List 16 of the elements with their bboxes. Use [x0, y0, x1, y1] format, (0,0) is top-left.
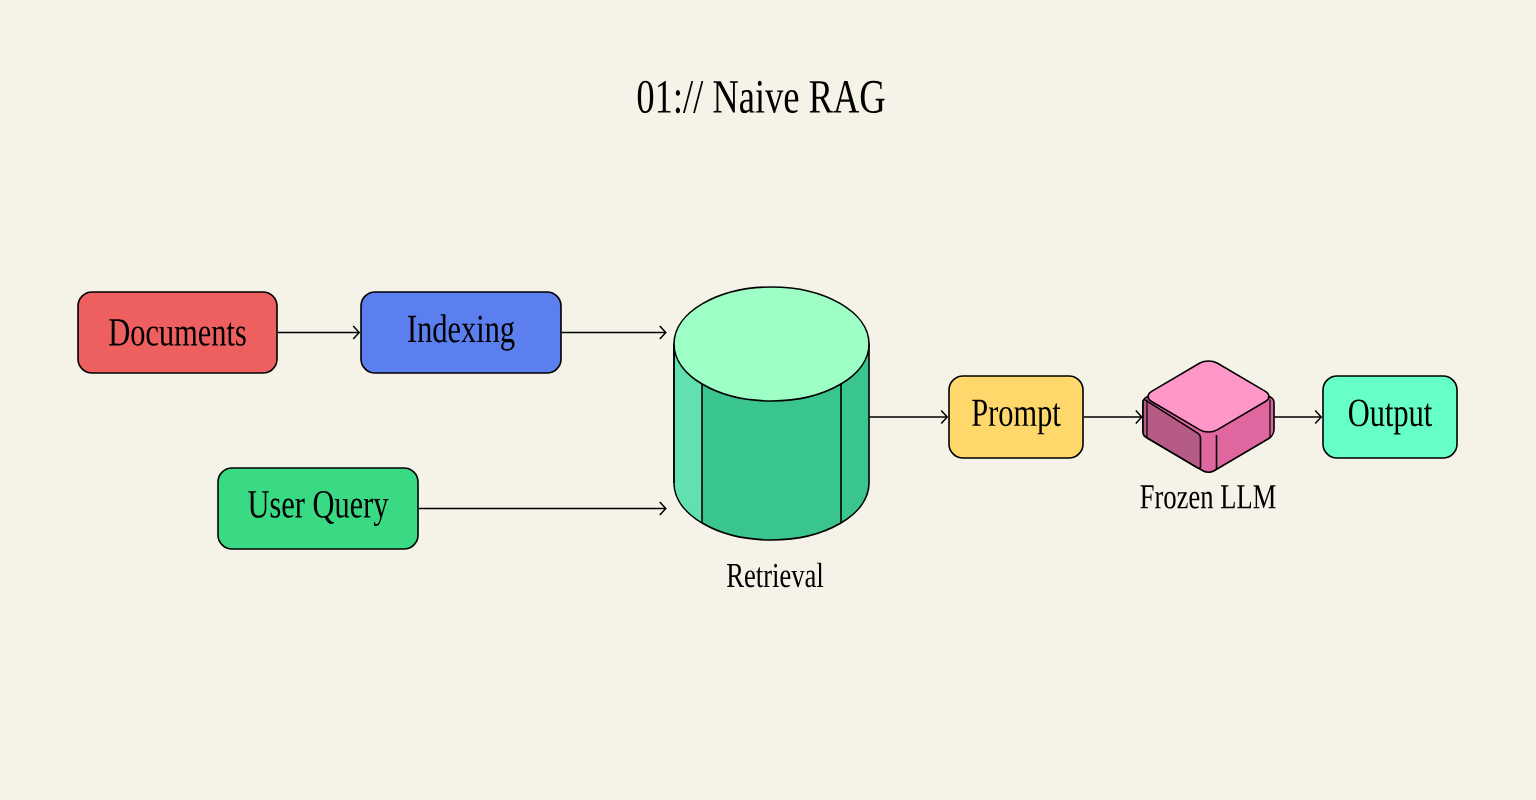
arrow	[1273, 409, 1323, 425]
process-box: Documents	[77, 291, 278, 374]
process-box: Prompt	[948, 375, 1084, 459]
title: 01:// Naive RAG	[637, 80, 885, 114]
arrow	[418, 501, 667, 516]
database-cylinder	[673, 286, 870, 541]
cube	[1142, 360, 1275, 473]
arrow	[277, 325, 361, 340]
process-box: User Query	[217, 467, 419, 550]
node-label: Retrieval	[727, 562, 824, 588]
process-box: Indexing	[360, 291, 562, 374]
arrow	[561, 325, 667, 340]
arrow	[1083, 409, 1143, 425]
node-label: Frozen LLM	[1140, 485, 1276, 509]
arrow	[868, 409, 949, 425]
process-box: Output	[1322, 375, 1458, 459]
